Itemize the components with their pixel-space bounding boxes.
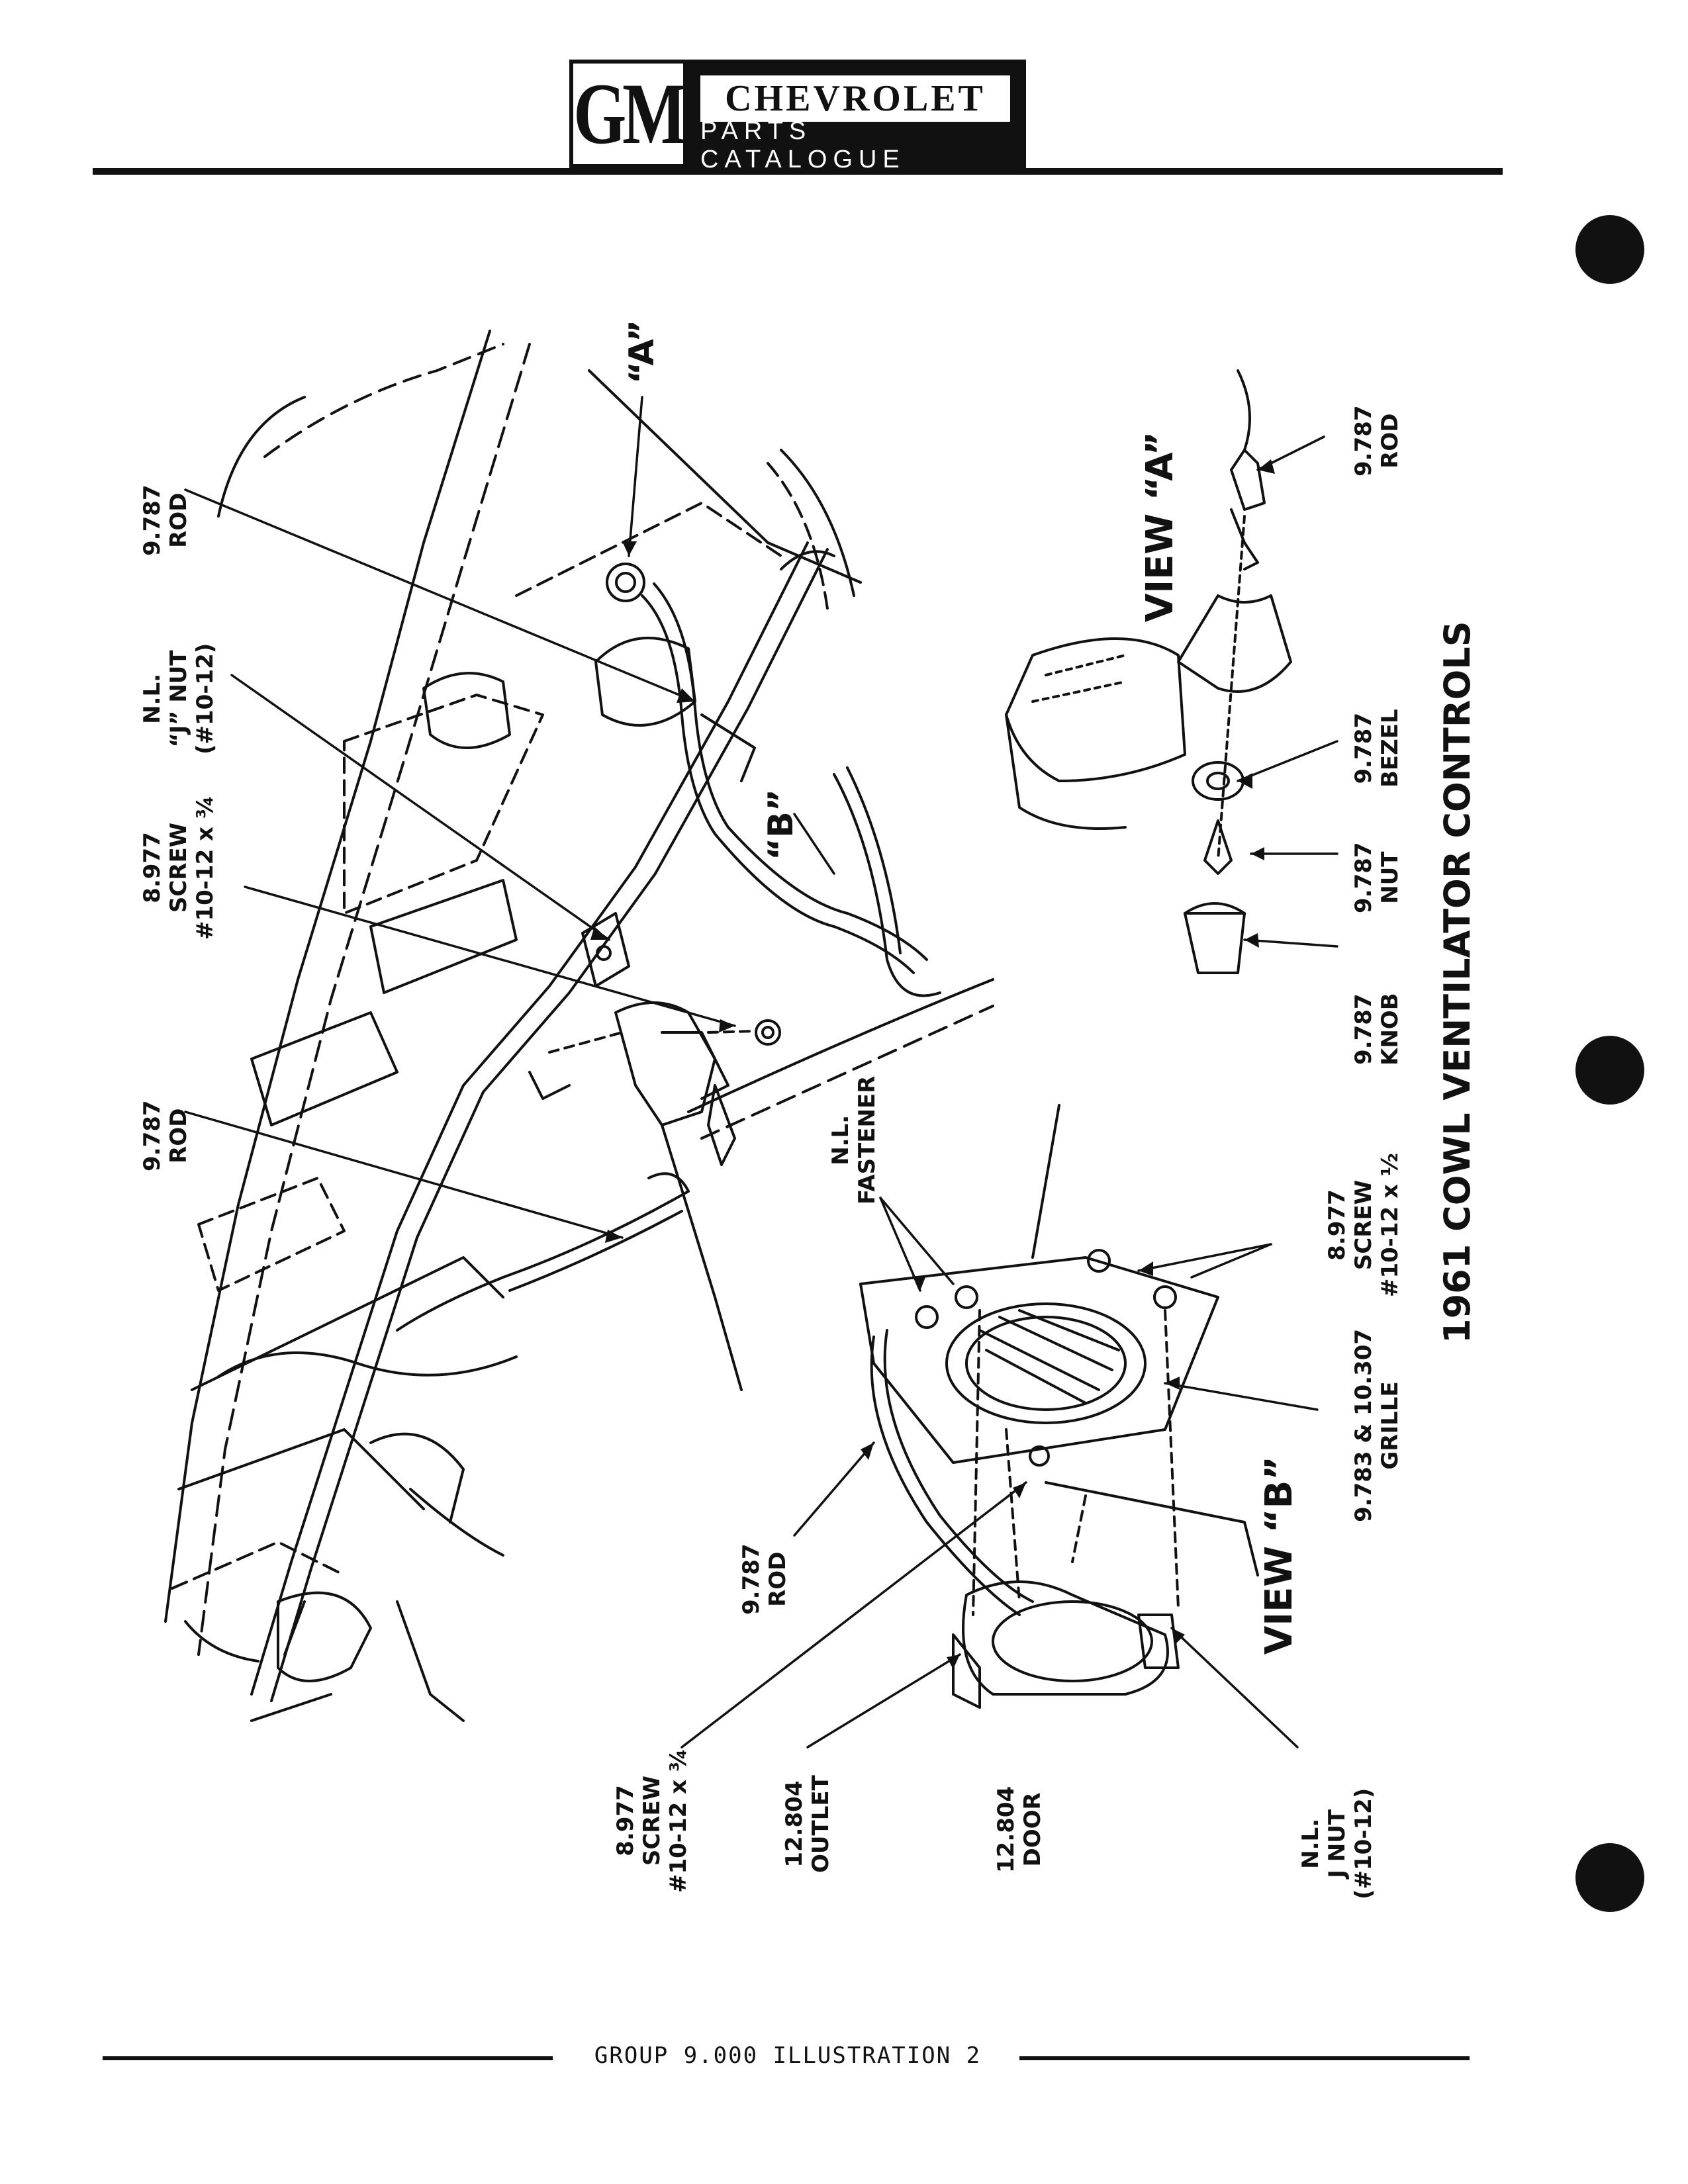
- callout-screw-grille: 8.977 SCREW #10-12 x ½: [1324, 1153, 1403, 1297]
- callout-bezel-name: BEZEL: [1377, 709, 1403, 788]
- callout-rod-mid-name: ROD: [165, 1108, 192, 1163]
- callout-screw-bottom-spec: #10-12 x ¾: [665, 1748, 692, 1893]
- callout-screw-grille-spec: #10-12 x ½: [1377, 1152, 1403, 1297]
- control-rod-channel: [250, 541, 835, 1702]
- callout-bezel: 9.787 BEZEL: [1350, 709, 1403, 788]
- callout-screw-bottom: 8.977 SCREW #10-12 x ¾: [612, 1749, 692, 1893]
- brand-name: CHEVROLET: [700, 75, 1010, 122]
- callout-j-nut-bottom: N.L. J NUT (#10-12): [1297, 1788, 1377, 1899]
- view-a-heading: VIEW “A”: [1139, 431, 1182, 622]
- callout-grille-name: GRILLE: [1377, 1381, 1403, 1470]
- callout-door: 12.804 DOOR: [993, 1786, 1046, 1873]
- bracket-assembly: [528, 912, 781, 1166]
- callout-rod-top-name: ROD: [165, 492, 192, 548]
- callout-rod-view-b: 9.787 ROD: [738, 1543, 791, 1615]
- callout-rod-top: 9.787 ROD: [139, 484, 192, 556]
- callout-screw-top-name: SCREW: [165, 822, 192, 913]
- callout-grille-num: 9.783 & 10.307: [1350, 1328, 1377, 1522]
- cable-lower: [396, 1172, 690, 1332]
- gm-logo: GM: [569, 60, 687, 168]
- footer-rule-right: [1019, 2056, 1470, 2060]
- callout-j-nut-top-num: N.L.: [139, 673, 165, 724]
- callout-bezel-num: 9.787: [1350, 712, 1377, 784]
- callout-screw-grille-name: SCREW: [1350, 1179, 1377, 1271]
- callout-screw-top-spec: #10-12 x ¾: [192, 795, 218, 940]
- callout-screw-top-num: 8.977: [139, 832, 165, 903]
- callout-rod-view-a-num: 9.787: [1350, 405, 1377, 477]
- callout-fastener-name: FASTENER: [854, 1075, 880, 1205]
- brand-block: CHEVROLET PARTS CATALOGUE: [684, 60, 1026, 173]
- callout-fastener-num: N.L.: [827, 1115, 854, 1165]
- callout-nut-num: 9.787: [1350, 842, 1377, 913]
- footer-rule-left: [103, 2056, 553, 2060]
- binder-hole-bottom: [1575, 1843, 1644, 1912]
- diagram-title: 1961 COWL VENTILATOR CONTROLS: [1436, 621, 1478, 1343]
- callout-door-name: DOOR: [1019, 1792, 1046, 1867]
- callout-outlet-num: 12.804: [781, 1780, 808, 1868]
- callout-screw-bottom-name: SCREW: [639, 1775, 665, 1866]
- cable-upper: [606, 563, 928, 974]
- callout-nut: 9.787 NUT: [1350, 842, 1403, 913]
- callout-rod-view-b-name: ROD: [765, 1551, 791, 1607]
- gm-logo-text: GM: [573, 65, 687, 162]
- view-b-assembly: [859, 1104, 1259, 1709]
- callout-rod-view-b-num: 9.787: [738, 1543, 765, 1615]
- callout-rod-view-a-name: ROD: [1377, 413, 1403, 469]
- callout-j-nut-top: N.L. “J” NUT (#10-12): [139, 643, 218, 754]
- marker-a: “A”: [622, 319, 662, 384]
- callout-outlet: 12.804 OUTLET: [781, 1775, 834, 1873]
- callout-rod-mid: 9.787 ROD: [139, 1100, 192, 1171]
- callout-screw-grille-num: 8.977: [1324, 1189, 1350, 1261]
- callout-knob-num: 9.787: [1350, 993, 1377, 1065]
- callout-rod-top-num: 9.787: [139, 484, 165, 556]
- binder-hole-middle: [1575, 1036, 1644, 1105]
- callout-j-nut-top-name: “J” NUT: [165, 650, 192, 748]
- callout-knob-name: KNOB: [1377, 993, 1403, 1066]
- binder-hole-top: [1575, 215, 1644, 284]
- marker-b: “B”: [761, 789, 801, 860]
- callout-j-nut-bottom-spec: (#10-12): [1350, 1788, 1377, 1899]
- callout-nut-name: NUT: [1377, 851, 1403, 904]
- callout-door-num: 12.804: [993, 1786, 1019, 1873]
- callout-grille: 9.783 & 10.307 GRILLE: [1350, 1329, 1403, 1522]
- callout-outlet-name: OUTLET: [808, 1775, 834, 1873]
- catalogue-header: GM CHEVROLET PARTS CATALOGUE: [569, 60, 1026, 173]
- header-rule: [93, 168, 1503, 175]
- arrowheads: [590, 459, 1275, 1669]
- callout-j-nut-top-spec: (#10-12): [192, 643, 218, 754]
- callout-j-nut-bottom-num: N.L.: [1297, 1818, 1324, 1869]
- footer-caption: GROUP 9.000 ILLUSTRATION 2: [594, 2042, 982, 2069]
- callout-screw-top: 8.977 SCREW #10-12 x ¾: [139, 796, 218, 940]
- view-b-heading: VIEW “B”: [1258, 1456, 1301, 1655]
- callout-rod-mid-num: 9.787: [139, 1100, 165, 1171]
- callout-screw-bottom-num: 8.977: [612, 1785, 639, 1856]
- view-a-assembly: [1005, 369, 1292, 974]
- fender-outline: [661, 449, 994, 1391]
- callout-knob: 9.787 KNOB: [1350, 993, 1403, 1066]
- callout-fastener: N.L. FASTENER: [827, 1076, 880, 1205]
- callout-j-nut-bottom-name: J NUT: [1324, 1809, 1350, 1878]
- callout-rod-view-a: 9.787 ROD: [1350, 405, 1403, 477]
- cowl-panel: [164, 330, 862, 1722]
